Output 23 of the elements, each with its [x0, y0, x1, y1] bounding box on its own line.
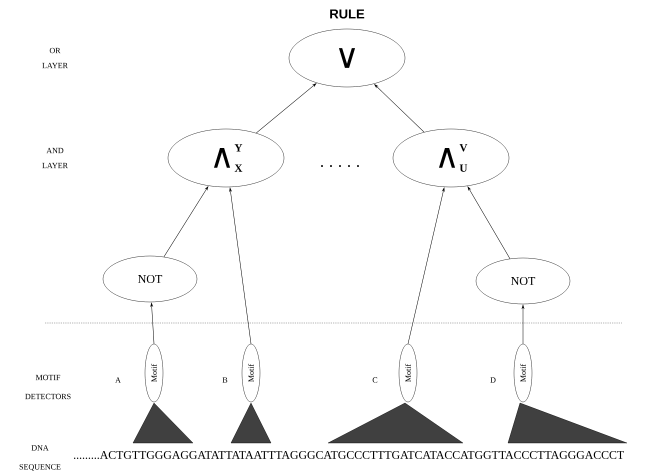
detector-letter: D	[490, 377, 496, 383]
arrow	[256, 83, 316, 134]
arrow	[164, 186, 208, 258]
arrow	[522, 304, 524, 344]
layer-label: MOTIF DETECTORS	[25, 374, 71, 400]
layer-label: OR LAYER	[42, 48, 68, 68]
detector-letter: A	[115, 377, 121, 383]
motif-window-triangle	[132, 402, 194, 444]
motif-window-triangle	[230, 402, 272, 444]
dna-sequence: .........ACTGTTGGGAGGATATTATAATTTAGGGCATGCCCTTTGATCATACCATGGTTACCCTTAGGGACCCT	[74, 451, 624, 459]
motif-window-triangle	[508, 402, 628, 444]
arrow	[229, 188, 252, 344]
detector-letter: B	[222, 377, 228, 383]
arrow	[374, 84, 424, 132]
layer-label: AND LAYER	[42, 148, 68, 168]
title: RULE	[330, 9, 364, 19]
layer-label: DNA SEQUENCE	[20, 445, 60, 471]
arrow	[150, 302, 154, 344]
arrow	[468, 186, 510, 259]
motif-window-triangle	[328, 402, 464, 444]
ellipsis-dots: . . . . .	[321, 165, 359, 167]
arrow	[408, 188, 445, 344]
detector-letter: C	[372, 377, 378, 383]
